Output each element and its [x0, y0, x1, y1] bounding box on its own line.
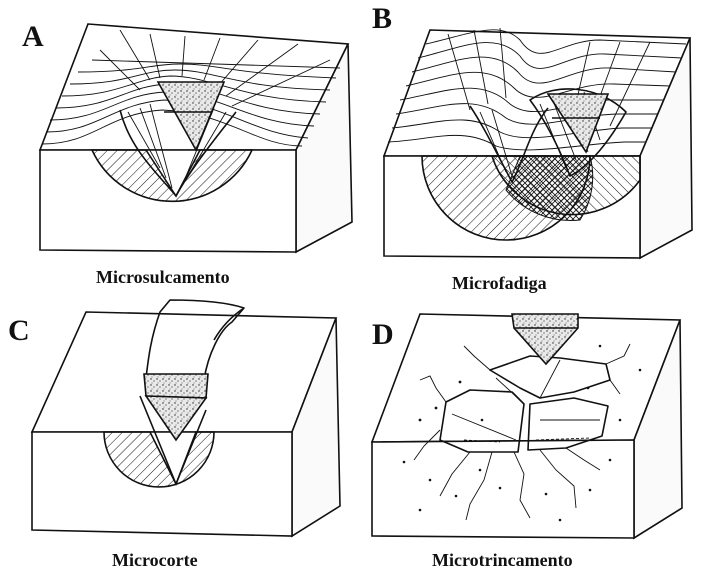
caption-c: Microcorte [112, 550, 198, 570]
caption-b: Microfadiga [452, 273, 547, 293]
panel-letter-a: A [22, 20, 44, 53]
panel-letter-b: B [372, 2, 392, 35]
panel-b: B [372, 2, 692, 293]
panel-d: D [372, 314, 682, 570]
panel-letter-d: D [372, 318, 394, 351]
panel-c: C Microcorte [8, 300, 340, 570]
panel-letter-c: C [8, 314, 30, 347]
panel-a: A [22, 20, 352, 287]
block-d [372, 314, 682, 538]
caption-a: Microsulcamento [96, 267, 230, 287]
caption-d: Microtrincamento [432, 550, 573, 570]
